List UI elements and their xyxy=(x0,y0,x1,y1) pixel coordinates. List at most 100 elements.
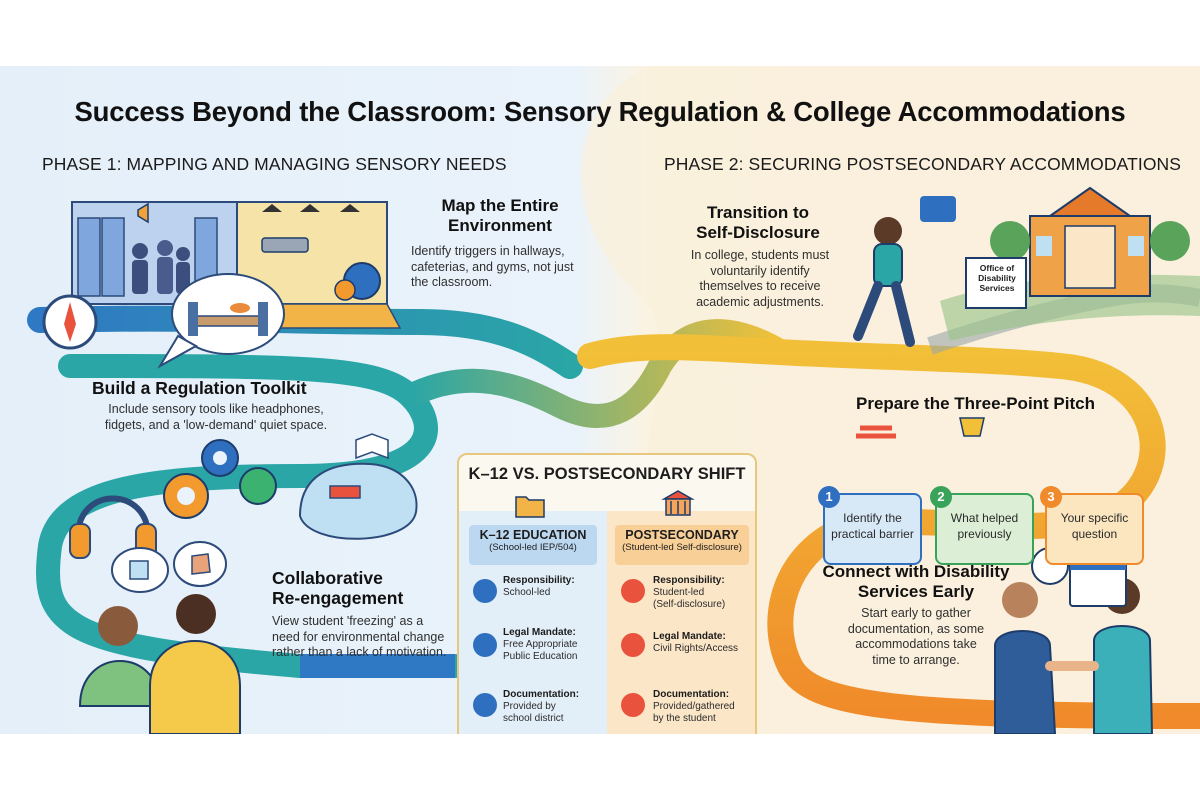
document-icon xyxy=(473,693,497,717)
step-connect-title-2: Services Early xyxy=(857,582,975,602)
handshake-illustration xyxy=(994,547,1154,734)
step-collab-title-1: Collaborative xyxy=(272,568,383,588)
postsecondary-title: POSTSECONDARY xyxy=(625,528,739,542)
step-collab-title: Collaborative Re-engagement xyxy=(272,568,403,608)
k12-legal-label: Legal Mandate: xyxy=(503,627,576,638)
scales-icon xyxy=(473,633,497,657)
step-collab-desc-3: rather than a lack of motivation. xyxy=(272,645,447,660)
k12-row-documentation: Documentation: Provided by school distri… xyxy=(503,689,579,724)
collaboration-people-illustration xyxy=(78,541,241,734)
step-pitch-title: Prepare the Three-Point Pitch xyxy=(856,394,1095,413)
step-transition-title-1: Transition to xyxy=(707,203,809,222)
post-responsibility-value-1: Student-led xyxy=(653,586,705,598)
step-transition-title: Transition to Self-Disclosure xyxy=(668,203,848,242)
k12-documentation-label: Documentation: xyxy=(503,689,580,700)
folder-icon xyxy=(515,496,545,518)
phase-1-label: PHASE 1: MAPPING AND MANAGING SENSORY NE… xyxy=(42,154,507,174)
step-connect-title-1: Connect with Disability xyxy=(822,562,1010,581)
briefcase-icon xyxy=(473,579,497,603)
sign-line-1: Office of xyxy=(979,263,1015,273)
k12-title: K–12 EDUCATION xyxy=(479,528,587,542)
comparison-panel: K–12 VS. POSTSECONDARY SHIFT K–12 EDUCAT… xyxy=(457,453,757,734)
graduation-cap-icon xyxy=(621,579,645,603)
pitch-card-3: Your specific question xyxy=(1045,493,1144,565)
path-segment-mid xyxy=(36,354,467,678)
step-map-desc-2: cafeterias, and gyms, not just xyxy=(411,259,574,274)
compass-illustration xyxy=(42,294,98,350)
post-legal-value: Civil Rights/Access xyxy=(653,642,739,654)
post-responsibility-label: Responsibility: xyxy=(653,575,725,586)
step-map-environment: Map the Entire Environment xyxy=(405,196,595,235)
step-collab-title-2: Re-engagement xyxy=(272,588,404,609)
step-toolkit-desc-1: Include sensory tools like headphones, xyxy=(108,402,324,416)
post-documentation-label: Documentation: xyxy=(653,689,730,700)
step-toolkit-title: Build a Regulation Toolkit xyxy=(92,378,307,398)
disability-office-sign: Office of Disability Services xyxy=(968,263,1026,294)
step-map-title-2: Environment xyxy=(448,215,552,235)
step-map-desc-3: the classroom. xyxy=(411,275,493,290)
pitch-card-3-line-2: question xyxy=(1071,526,1118,541)
k12-documentation-value-2: school district xyxy=(503,712,564,724)
pitch-number-2: 2 xyxy=(930,486,952,508)
pitch-card-2-line-2: previously xyxy=(957,526,1012,541)
post-legal-label: Legal Mandate: xyxy=(653,631,726,642)
cafeteria-bubble-illustration xyxy=(157,273,285,369)
headphones-illustration xyxy=(69,495,157,559)
step-toolkit-description: Include sensory tools like headphones, f… xyxy=(66,402,366,433)
pitch-card-2: What helped previously xyxy=(935,493,1034,565)
step-connect-desc-1: Start early to gather xyxy=(861,606,971,620)
step-map-title-1: Map the Entire xyxy=(441,196,559,215)
k12-documentation-value-1: Provided by xyxy=(503,700,556,712)
clipboard-icon xyxy=(621,693,645,717)
step-transition-desc-4: academic adjustments. xyxy=(696,294,824,309)
postsecondary-header: POSTSECONDARY (Student-led Self-disclosu… xyxy=(615,525,749,565)
sign-line-2: Disability xyxy=(978,273,1016,284)
pitch-card-2-line-1: What helped xyxy=(950,511,1019,525)
step-transition-desc-2: voluntarily identify xyxy=(710,263,810,278)
step-transition-desc-1: In college, students must xyxy=(690,248,830,262)
post-row-responsibility: Responsibility: Student-led (Self-disclo… xyxy=(653,575,725,610)
k12-subtitle: (School-led IEP/504) xyxy=(489,542,577,553)
step-connect-description: Start early to gather documentation, as … xyxy=(826,606,1006,669)
k12-legal-value-2: Public Education xyxy=(503,650,578,662)
step-collab-description: View student 'freezing' as a need for en… xyxy=(272,614,462,661)
step-connect-desc-3: accommodations take xyxy=(855,637,977,652)
post-row-legal: Legal Mandate: Civil Rights/Access xyxy=(653,631,738,655)
step-collab-desc-2: need for environmental change xyxy=(272,629,445,644)
step-connect-desc-2: documentation, as some xyxy=(847,621,985,636)
fidget-toys-illustration xyxy=(163,439,277,519)
postsecondary-subtitle: (Student-led Self-disclosure) xyxy=(622,542,742,553)
step-collab-desc-1: View student 'freezing' as a xyxy=(272,614,424,628)
pitch-card-3-line-1: Your specific xyxy=(1060,511,1129,525)
k12-responsibility-label: Responsibility: xyxy=(503,575,575,586)
quiet-space-illustration xyxy=(298,433,418,540)
comparison-title: K–12 VS. POSTSECONDARY SHIFT xyxy=(468,465,746,483)
page-title: Success Beyond the Classroom: Sensory Re… xyxy=(74,96,1126,127)
pitch-card-1-line-1: Identify the xyxy=(843,511,902,525)
pitch-number-1: 1 xyxy=(818,486,840,508)
step-transition-description: In college, students must voluntarily id… xyxy=(668,248,852,311)
handshake-icon xyxy=(621,633,645,657)
step-map-description: Identify triggers in hallways, cafeteria… xyxy=(411,244,601,291)
sign-line-3: Services xyxy=(979,283,1015,294)
k12-responsibility-value: School-led xyxy=(503,586,551,598)
phase-2-label: PHASE 2: SECURING POSTSECONDARY ACCOMMOD… xyxy=(664,154,1182,174)
pitch-card-1: Identify the practical barrier xyxy=(823,493,922,565)
k12-row-responsibility: Responsibility: School-led xyxy=(503,575,575,599)
k12-legal-value-1: Free Appropriate xyxy=(503,638,578,650)
step-connect-title: Connect with Disability Services Early xyxy=(816,562,1016,602)
step-toolkit-desc-2: fidgets, and a 'low-demand' quiet space. xyxy=(104,417,328,432)
post-documentation-value-1: Provided/gathered xyxy=(653,700,735,712)
path-crossing xyxy=(398,319,792,428)
post-row-documentation: Documentation: Provided/gathered by the … xyxy=(653,689,735,724)
k12-header: K–12 EDUCATION (School-led IEP/504) xyxy=(469,525,597,565)
step-transition-desc-3: themselves to receive xyxy=(699,279,821,294)
pitch-number-3: 3 xyxy=(1040,486,1062,508)
walking-student-illustration xyxy=(853,196,956,347)
university-icon xyxy=(661,490,695,516)
step-transition-title-2: Self-Disclosure xyxy=(696,222,820,242)
step-connect-desc-4: time to arrange. xyxy=(872,652,960,667)
step-map-desc-1: Identify triggers in hallways, xyxy=(411,244,565,258)
infographic-canvas: Success Beyond the Classroom: Sensory Re… xyxy=(0,66,1200,734)
college-building-illustration xyxy=(965,186,1190,309)
